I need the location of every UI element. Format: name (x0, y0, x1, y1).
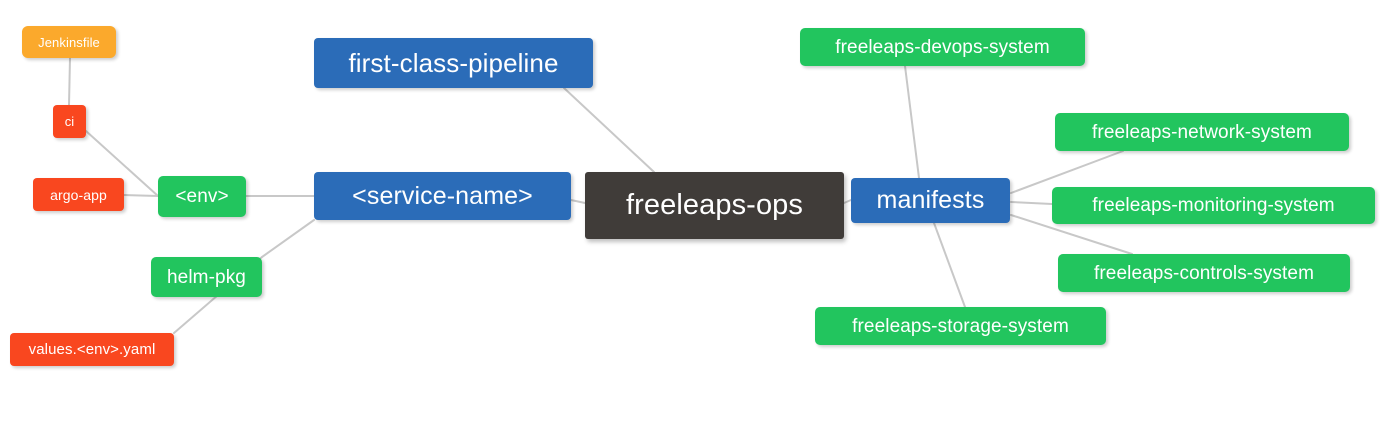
mindmap-node-argo-app[interactable]: argo-app (33, 178, 124, 211)
mindmap-node-jenkinsfile[interactable]: Jenkinsfile (22, 26, 116, 58)
mindmap-node-freeleaps-storage-system[interactable]: freeleaps-storage-system (815, 307, 1106, 345)
mindmap-node-freeleaps-ops[interactable]: freeleaps-ops (585, 172, 844, 239)
edge-service-name-to-freeleaps-ops (570, 199, 586, 204)
mindmap-node-freeleaps-monitoring-system[interactable]: freeleaps-monitoring-system (1052, 187, 1375, 224)
mindmap-node-service-name[interactable]: <service-name> (314, 172, 571, 220)
edge-first-class-pipeline-to-freeleaps-ops (563, 87, 655, 173)
edge-service-name-to-helm-pkg (261, 219, 315, 258)
edge-manifests-to-freeleaps-storage-system (933, 222, 966, 308)
edge-manifests-to-freeleaps-monitoring-system (1010, 201, 1053, 205)
mindmap-node-ci[interactable]: ci (53, 105, 86, 138)
edge-freeleaps-ops-to-manifests (843, 199, 852, 204)
edge-manifests-to-freeleaps-devops-system (904, 65, 920, 179)
mindmap-node-manifests[interactable]: manifests (851, 178, 1010, 223)
edge-jenkinsfile-to-ci (68, 57, 71, 106)
mindmap-node-first-class-pipeline[interactable]: first-class-pipeline (314, 38, 593, 88)
mindmap-node-helm-pkg[interactable]: helm-pkg (151, 257, 262, 297)
edge-argo-app-to-env (123, 194, 159, 197)
mindmap-node-env[interactable]: <env> (158, 176, 246, 217)
mindmap-node-freeleaps-devops-system[interactable]: freeleaps-devops-system (800, 28, 1085, 66)
mindmap-node-freeleaps-network-system[interactable]: freeleaps-network-system (1055, 113, 1349, 151)
mindmap-node-freeleaps-controls-system[interactable]: freeleaps-controls-system (1058, 254, 1350, 292)
mindmap-node-values-yaml[interactable]: values.<env>.yaml (10, 333, 174, 366)
